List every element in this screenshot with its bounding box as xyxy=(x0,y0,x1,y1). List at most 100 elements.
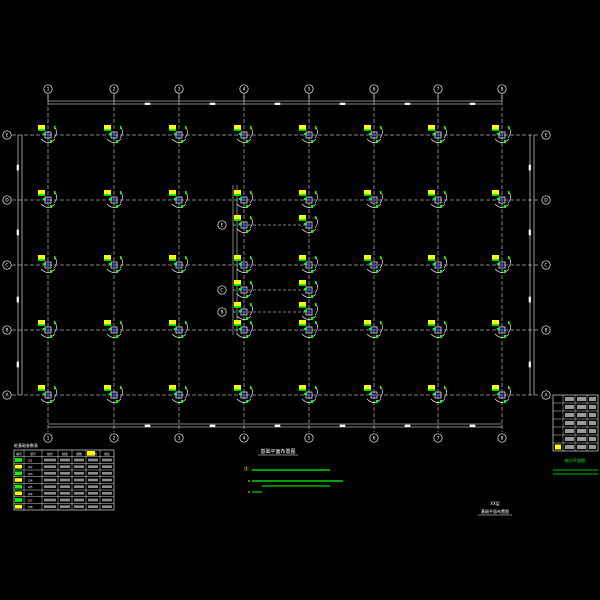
pile-cap xyxy=(364,320,383,338)
pile-cap xyxy=(492,190,511,208)
column-axis-bubble-1: 1 xyxy=(43,433,53,443)
axis-label: 3 xyxy=(178,87,181,93)
axis-label: 2 xyxy=(113,436,116,442)
pile-cap xyxy=(299,125,318,143)
table-header-cell: 编号 xyxy=(16,452,22,456)
pile-cap xyxy=(104,125,123,143)
axis-label: 1 xyxy=(47,436,50,442)
table-row-label: ZJ2 xyxy=(28,465,33,469)
pile-cap xyxy=(299,280,318,298)
column-axis-bubble-7: 7 xyxy=(433,433,443,443)
pile-cap xyxy=(234,320,253,338)
legend-title: 桩位平面图 xyxy=(565,457,585,463)
row-axis-bubble-A: A xyxy=(541,390,551,400)
axis-label: 5 xyxy=(308,436,311,442)
row-axis-bubble-D: D xyxy=(2,195,12,205)
table-header-cell: 根数 xyxy=(76,452,82,456)
axis-label: B xyxy=(544,328,547,334)
pile-cap xyxy=(104,385,123,403)
pile-caps xyxy=(38,125,511,403)
pile-cap xyxy=(299,385,318,403)
row-axis-bubbles-right: E D C B A xyxy=(541,130,551,400)
row-axis-bubble-C: C xyxy=(541,260,551,270)
axis-label: E xyxy=(6,133,9,139)
table-header-cell: 型号 xyxy=(30,452,36,456)
legend-marks xyxy=(553,469,598,475)
axis-label: E xyxy=(221,223,224,229)
column-axis-bubble-4: 4 xyxy=(239,433,249,443)
axis-label: 3 xyxy=(178,436,181,442)
axis-label: 5 xyxy=(308,87,311,93)
right-summary-table xyxy=(552,394,599,452)
pile-cap xyxy=(169,125,188,143)
axis-label: C xyxy=(5,263,8,269)
pile-cap xyxy=(428,255,447,273)
axis-label: 8 xyxy=(501,87,504,93)
pile-cap xyxy=(38,320,57,338)
pile-cap xyxy=(104,255,123,273)
pile-cap xyxy=(299,255,318,273)
pile-cap xyxy=(234,255,253,273)
inner-axis-bubble-2: B xyxy=(217,307,227,317)
pile-cap xyxy=(38,190,57,208)
row-axis-bubble-E: E xyxy=(2,130,12,140)
notes-block: 注： xyxy=(244,465,343,493)
table-row-label: ZJ4 xyxy=(28,479,33,483)
axis-label: 4 xyxy=(243,87,246,93)
note-bullet: 注： xyxy=(244,465,252,471)
row-axis-bubble-B: B xyxy=(541,325,551,335)
pile-cap xyxy=(492,255,511,273)
axis-label: B xyxy=(5,328,8,334)
axis-label: C xyxy=(220,288,223,294)
table-header-cell: 备注 xyxy=(104,452,110,456)
pile-cap xyxy=(234,385,253,403)
pile-cap xyxy=(169,320,188,338)
dimension-frames xyxy=(16,100,535,428)
pile-cap xyxy=(299,320,318,338)
table-row-label: ZJ6 xyxy=(28,492,33,496)
column-axis-bubble-5: 5 xyxy=(304,433,314,443)
row-axis-bubble-B: B xyxy=(2,325,12,335)
table-row-label: ZJ7 xyxy=(28,499,33,503)
inner-axis-bubbles: E C B xyxy=(217,220,227,317)
axis-label: C xyxy=(544,263,547,269)
pile-cap xyxy=(364,255,383,273)
pile-cap xyxy=(38,125,57,143)
column-axis-bubble-2: 2 xyxy=(109,433,119,443)
column-axis-bubbles-bottom: 1 2 3 4 5 6 7 8 xyxy=(43,433,507,443)
pile-cap xyxy=(169,385,188,403)
axis-label: D xyxy=(544,198,548,204)
table-header-cell: 桩径 xyxy=(62,452,68,456)
pile-cap xyxy=(428,385,447,403)
pile-cap xyxy=(428,125,447,143)
pile-cap xyxy=(364,190,383,208)
pile-cap xyxy=(364,125,383,143)
axis-label: B xyxy=(220,310,223,316)
pile-cap xyxy=(299,215,318,233)
pile-cap xyxy=(428,320,447,338)
pile-cap xyxy=(364,385,383,403)
drawing-label-big: 基础平面布置图 xyxy=(481,508,509,514)
table-row-label: ZJ5 xyxy=(28,485,33,489)
column-axis-bubble-6: 6 xyxy=(369,433,379,443)
axis-label: D xyxy=(5,198,9,204)
inner-axis-bubble-0: E xyxy=(217,220,227,230)
axis-label: A xyxy=(544,393,548,399)
pile-cap xyxy=(169,255,188,273)
pile-cap xyxy=(299,190,318,208)
pile-cap xyxy=(492,320,511,338)
pile-cap xyxy=(169,190,188,208)
axis-label: 8 xyxy=(501,436,504,442)
pile-cap xyxy=(38,255,57,273)
pile-cap xyxy=(234,125,253,143)
row-axis-bubble-C: C xyxy=(2,260,12,270)
pile-cap xyxy=(234,280,253,298)
pile-cap xyxy=(104,320,123,338)
axis-label: A xyxy=(5,393,9,399)
axis-label: 7 xyxy=(437,87,440,93)
axis-label: 4 xyxy=(243,436,246,442)
pile-cap xyxy=(234,215,253,233)
row-axis-bubble-E: E xyxy=(541,130,551,140)
